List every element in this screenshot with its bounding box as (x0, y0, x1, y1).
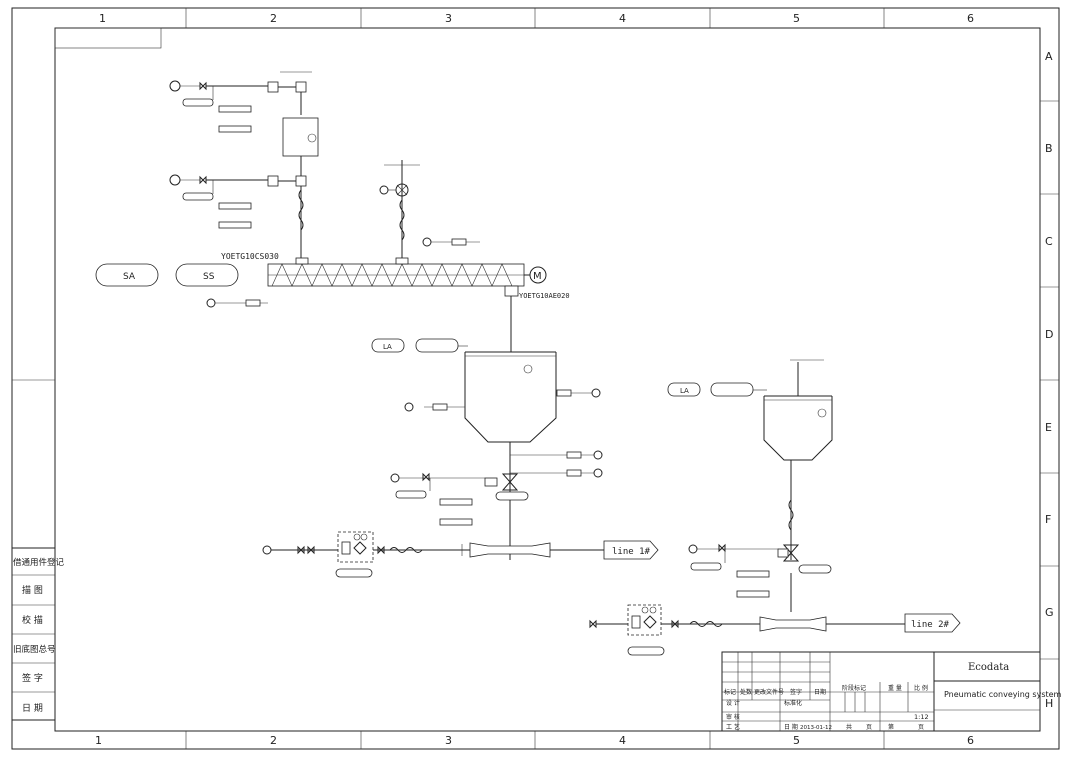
sheets-unit: 页 (918, 724, 924, 731)
screw-conveyor: M YOETG10CS030 YOETG10AE020 (206, 160, 570, 352)
sidebar-item: 借通用件登记 (13, 557, 65, 568)
column-label: 3 (445, 12, 452, 25)
sidebar-item: 校 描 (22, 614, 43, 626)
column-label: 5 (793, 734, 800, 747)
role-design: 设 计 (726, 699, 740, 707)
tank-sa-label: SA (123, 272, 136, 282)
revision-header: 更改文件号 (754, 688, 784, 696)
ratio-label: 比 例 (914, 684, 928, 692)
column-label: 6 (967, 12, 974, 25)
row-label: D (1045, 328, 1053, 341)
tank-la-right: LA (680, 387, 689, 395)
revision-header: 日期 (814, 688, 826, 696)
row-label: H (1045, 697, 1053, 710)
row-label: G (1045, 606, 1054, 619)
column-label: 6 (967, 734, 974, 747)
row-label: F (1045, 513, 1051, 526)
left-registration-block: 借通用件登记 描 图 校 描 旧底图总号 签 字 日 期 (11, 547, 65, 721)
line-2-conveying: line 2# (589, 604, 961, 656)
sidebar-item: 日 期 (22, 703, 43, 714)
row-label: A (1045, 50, 1053, 63)
upper-valve-group (169, 71, 319, 262)
tank-la-left: LA (383, 343, 392, 351)
central-hopper: LA (371, 338, 603, 560)
right-hopper: LA (667, 359, 833, 612)
column-label: 1 (99, 12, 106, 25)
sidebar-item: 签 字 (22, 672, 43, 684)
company-name: Ecodata (968, 662, 1009, 673)
role-standard: 标准化 (784, 699, 802, 707)
screw-conveyor-tag: YOETG10CS030 (221, 252, 279, 261)
date-value: 2013-01-12 (800, 725, 832, 731)
sheets-unit: 页 (866, 724, 872, 731)
revision-header: 处数 (740, 688, 752, 696)
sidebar-item: 描 图 (22, 584, 43, 596)
row-label: C (1045, 235, 1053, 248)
stage-label: 阶段标记 (842, 684, 866, 692)
role-process: 工 艺 (726, 723, 740, 731)
row-label: B (1045, 142, 1053, 155)
column-label: 2 (270, 734, 277, 747)
role-review: 审 核 (726, 713, 740, 721)
motor-tag: YOETG10AE020 (519, 292, 570, 300)
approve-date-label: 日 期 (784, 723, 798, 731)
weight-label: 重 量 (888, 684, 902, 692)
motor-letter: M (533, 271, 542, 282)
scale-value: 1:12 (914, 713, 929, 721)
column-label: 2 (270, 12, 277, 25)
sheets-total-label: 共 (846, 723, 852, 731)
line-1-conveying: line 1# (262, 531, 659, 578)
revision-header: 标记 (724, 688, 736, 696)
column-label: 1 (95, 734, 102, 747)
row-label: E (1045, 421, 1052, 434)
sheet-no-label: 第 (888, 723, 894, 731)
line-1-label: line 1# (612, 547, 651, 557)
tank-ss-label: SS (203, 272, 215, 282)
line-2-label: line 2# (911, 620, 950, 630)
drawing-title: Pneumatic conveying system (944, 690, 1062, 699)
title-block: Ecodata Pneumatic conveying system 标记 处数… (721, 651, 1062, 732)
revision-header: 签字 (790, 688, 802, 696)
sidebar-item: 旧底图总号 (13, 644, 56, 655)
column-label: 4 (619, 734, 626, 747)
column-label: 5 (793, 12, 800, 25)
column-label: 3 (445, 734, 452, 747)
column-label: 4 (619, 12, 626, 25)
storage-tanks: SA SS (95, 263, 239, 287)
drawing-frame: 1 2 3 4 5 6 1 2 3 4 5 6 A B C D E F G H (11, 7, 1060, 750)
